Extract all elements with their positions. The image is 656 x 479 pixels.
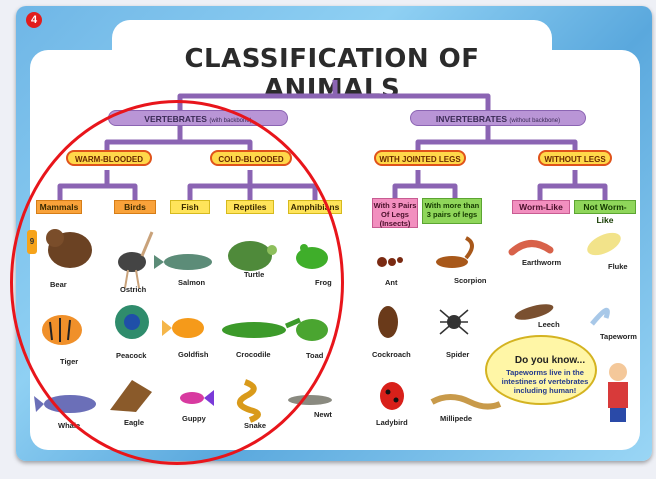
ant-illustration xyxy=(377,257,403,267)
earthworm-illustration xyxy=(512,243,550,252)
spider-illustration xyxy=(440,310,468,334)
animal-label-cockroach: Cockroach xyxy=(372,350,411,359)
animal-label-fluke: Fluke xyxy=(608,262,628,271)
animal-label-scorpion: Scorpion xyxy=(454,276,487,285)
animal-label-spider: Spider xyxy=(446,350,469,359)
scorpion-illustration xyxy=(436,238,472,268)
red-circle-annotation xyxy=(10,100,344,465)
did-you-know-text: Tapeworms live in the intestines of vert… xyxy=(497,368,593,395)
tapeworm-illustration xyxy=(592,310,607,324)
ladybird-illustration xyxy=(380,382,404,410)
animal-label-ladybird: Ladybird xyxy=(376,418,408,427)
did-you-know-title: Do you know... xyxy=(505,355,595,366)
fluke-illustration xyxy=(584,228,624,260)
animal-label-leech: Leech xyxy=(538,320,560,329)
animal-label-tapeworm: Tapeworm xyxy=(600,332,637,341)
millipede-illustration xyxy=(432,397,500,407)
cockroach-illustration xyxy=(378,306,398,338)
animal-label-ant: Ant xyxy=(385,278,398,287)
animal-label-earthworm: Earthworm xyxy=(522,258,561,267)
animal-label-newt: Newt xyxy=(314,410,332,419)
animal-label-millipede: Millipede xyxy=(440,414,472,423)
kid-illustration xyxy=(608,363,628,422)
